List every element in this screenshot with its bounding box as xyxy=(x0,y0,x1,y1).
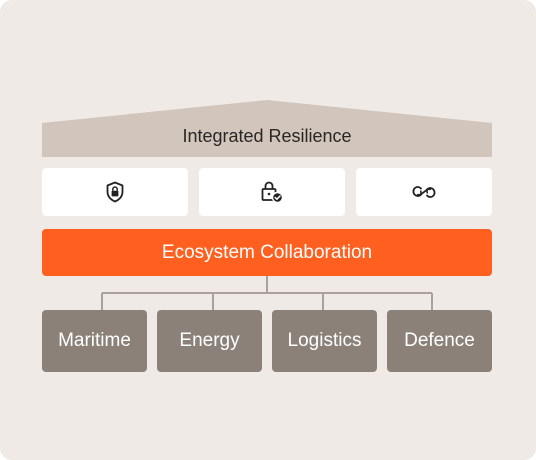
sector-energy: Energy xyxy=(157,310,262,372)
sector-maritime: Maritime xyxy=(42,310,147,372)
shield-lock-icon xyxy=(106,181,124,203)
ecosystem-collaboration-bar: Ecosystem Collaboration xyxy=(42,229,492,276)
sector-label: Defence xyxy=(404,330,475,351)
sector-logistics: Logistics xyxy=(272,310,377,372)
sector-label: Maritime xyxy=(58,330,131,351)
sync-cycle-icon xyxy=(412,186,436,198)
sync-box xyxy=(356,168,492,216)
sector-defence: Defence xyxy=(387,310,492,372)
shield-box xyxy=(42,168,188,216)
lock-check-icon xyxy=(261,181,284,204)
sector-label: Logistics xyxy=(287,330,362,351)
lock-check-box xyxy=(199,168,345,216)
roof-title: Integrated Resilience xyxy=(182,125,352,146)
sector-label: Energy xyxy=(179,330,240,351)
